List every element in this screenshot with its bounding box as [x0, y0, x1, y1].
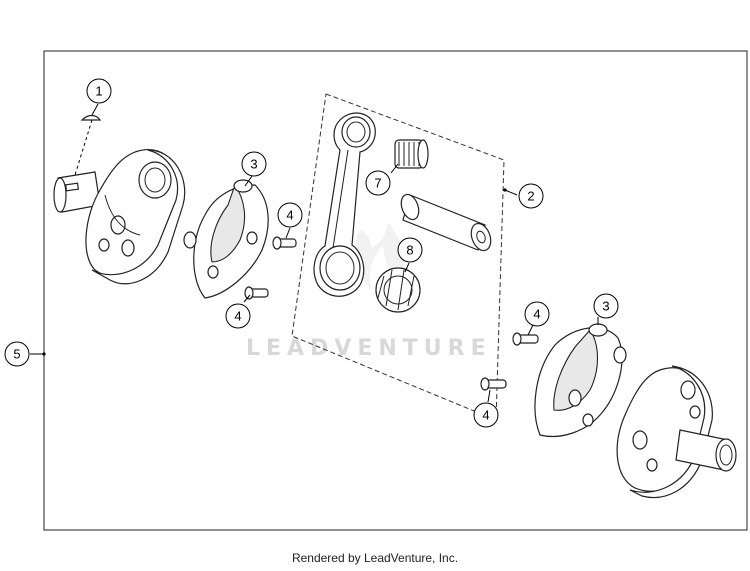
svg-text:4: 4: [533, 307, 540, 322]
svg-text:5: 5: [13, 347, 20, 362]
right-crank-half: [616, 365, 737, 499]
callout-4-left-upper: 4: [277, 202, 303, 228]
callout-2: 2: [518, 183, 544, 209]
callout-1: 1: [86, 78, 112, 104]
svg-text:2: 2: [527, 189, 534, 204]
callout-5: 5: [4, 341, 30, 367]
svg-text:4: 4: [286, 208, 293, 223]
pin-right-upper: [512, 332, 539, 346]
big-end-bearing: [375, 267, 421, 313]
svg-text:8: 8: [406, 243, 413, 258]
callout-3-right: 3: [593, 293, 619, 319]
callout-4-right-lower: 4: [473, 402, 499, 428]
svg-text:4: 4: [482, 408, 489, 423]
svg-text:7: 7: [374, 176, 381, 191]
svg-text:1: 1: [95, 84, 102, 99]
svg-text:3: 3: [602, 299, 609, 314]
watermark-text: LEADVENTURE: [246, 336, 492, 361]
callout-4-right-upper: 4: [524, 301, 550, 327]
connecting-rod: [313, 112, 376, 297]
diagram-frame: [43, 50, 748, 531]
callout-7: 7: [365, 170, 391, 196]
svg-text:3: 3: [250, 157, 257, 172]
footer-credit: Rendered by LeadVenture, Inc.: [291, 551, 459, 565]
callout-8: 8: [397, 237, 423, 263]
woodruff-key: [80, 114, 102, 121]
crank-pin: [400, 193, 492, 252]
pin-left-lower: [244, 286, 269, 300]
pin-right-lower: [480, 377, 507, 391]
callout-3-left: 3: [241, 151, 267, 177]
leader-lines: [30, 103, 599, 403]
left-counterweight: [183, 179, 269, 299]
small-end-bearing: [394, 139, 429, 169]
left-crank-half: [53, 149, 186, 285]
svg-text:4: 4: [234, 309, 241, 324]
callout-4-left-lower: 4: [225, 303, 251, 329]
right-counterweight: [534, 323, 627, 438]
pin-left-upper: [272, 236, 297, 250]
